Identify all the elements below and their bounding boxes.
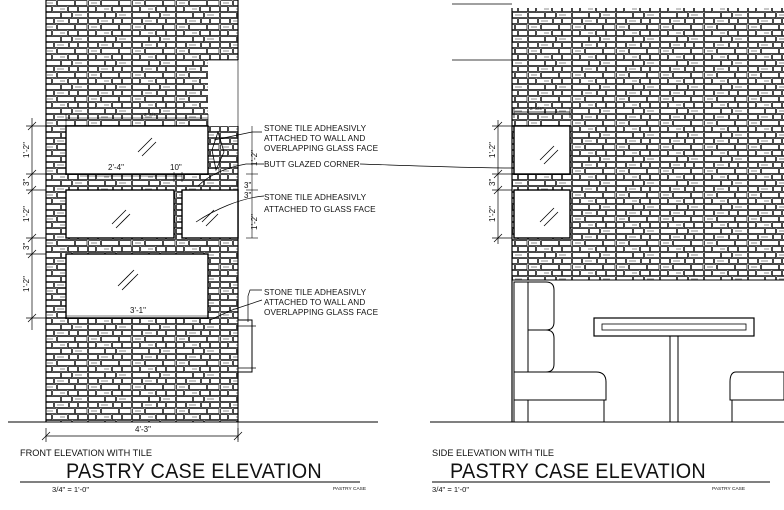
front-left-dimension-text: 1'-2" 3" 1'-2" 3" 1'-2" [22, 142, 31, 292]
dim-glass-height-1: 1'-2" [22, 142, 31, 158]
side-dimensions [492, 108, 571, 244]
dim-right-height-2: 1'-2" [250, 214, 259, 230]
side-dim-height-2: 1'-2" [488, 206, 497, 222]
front-left-dimensions [26, 118, 46, 330]
note-top-line-1: STONE TILE ADHEASIVLY [264, 124, 367, 133]
front-overall-dimension [41, 428, 243, 442]
side-title-block: SIDE ELEVATION WITH TILE PASTRY CASE ELE… [432, 448, 770, 494]
front-note-middle: STONE TILE ADHEASIVLY ATTACHED TO GLASS … [264, 193, 376, 214]
side-dim-gap: 3" [488, 179, 497, 186]
front-glass-panels [65, 125, 239, 319]
side-elevation: 2'-3/4" 1'-2" 3" 1'-2" SIDE ELEVATION WI… [359, 3, 784, 494]
note-middle-line-2: ATTACHED TO GLASS FACE [264, 205, 376, 214]
front-inner-dimension-text: 2'-3/4" 2'-4" 10" 1'-2" 3" 1'-2" 3" 3'-1… [108, 112, 259, 315]
front-note-top: STONE TILE ADHEASIVLY ATTACHED TO WALL A… [264, 124, 379, 153]
side-scale: 3/4" = 1'-0" [432, 485, 469, 494]
front-inner-dimensions [65, 114, 258, 317]
dim-right-gap-2: 3" [244, 191, 251, 200]
dim-glass-height-2: 1'-2" [22, 206, 31, 222]
dim-inner-width: 2'-4" [108, 163, 124, 172]
butt-glazed-leader [359, 163, 513, 169]
front-title-block: FRONT ELEVATION WITH TILE PASTRY CASE EL… [20, 448, 366, 494]
front-title: PASTRY CASE ELEVATION [66, 460, 322, 483]
side-glass-reflection-marks [539, 145, 559, 227]
dim-right-gap: 3" [244, 181, 251, 190]
note-top-line-3: OVERLAPPING GLASS FACE [264, 144, 379, 153]
side-dimension-text: 2'-3/4" 1'-2" 3" 1'-2" [488, 106, 544, 222]
dim-overall-width: 4'-3" [135, 425, 151, 434]
note-middle-line-1: STONE TILE ADHEASIVLY [264, 193, 367, 202]
dim-glass-height-3: 1'-2" [22, 276, 31, 292]
front-scale: 3/4" = 1'-0" [52, 485, 89, 494]
side-glass-panels [513, 125, 571, 239]
note-bottom-line-1: STONE TILE ADHEASIVLY [264, 288, 367, 297]
dim-right-height-1: 1'-2" [250, 150, 259, 166]
side-stone-wall [430, 3, 784, 423]
dim-gap-2: 3" [22, 243, 31, 250]
table [593, 317, 755, 422]
note-bottom-line-3: OVERLAPPING GLASS FACE [264, 308, 379, 317]
dim-top-width: 2'-3/4" [144, 112, 158, 118]
note-bottom-line-2: ATTACHED TO WALL AND [264, 298, 365, 307]
case-opening [211, 130, 256, 373]
side-dim-top: 2'-3/4" [530, 106, 544, 112]
side-tag: PASTRY CASE [712, 486, 745, 492]
booth-seating [513, 281, 784, 423]
dim-bottom-width: 3'-1" [130, 306, 146, 315]
front-note-bottom: STONE TILE ADHEASIVLY ATTACHED TO WALL A… [264, 288, 379, 317]
front-note-leaders [195, 131, 265, 322]
note-butt-glazed-corner: BUTT GLAZED CORNER [264, 160, 360, 169]
note-top-line-2: ATTACHED TO WALL AND [264, 134, 365, 143]
glass-reflection-marks [111, 137, 219, 291]
side-subtitle: SIDE ELEVATION WITH TILE [432, 448, 554, 458]
front-subtitle: FRONT ELEVATION WITH TILE [20, 448, 152, 458]
side-dim-height-1: 1'-2" [488, 142, 497, 158]
dim-inner-gap: 10" [170, 163, 182, 172]
dim-gap-1: 3" [22, 179, 31, 186]
front-tag: PASTRY CASE [333, 486, 366, 492]
side-title: PASTRY CASE ELEVATION [450, 460, 706, 483]
front-elevation: 1'-2" 3" 1'-2" 3" 1'-2" 2'-3/4" 2'-4" 10… [8, 0, 379, 494]
